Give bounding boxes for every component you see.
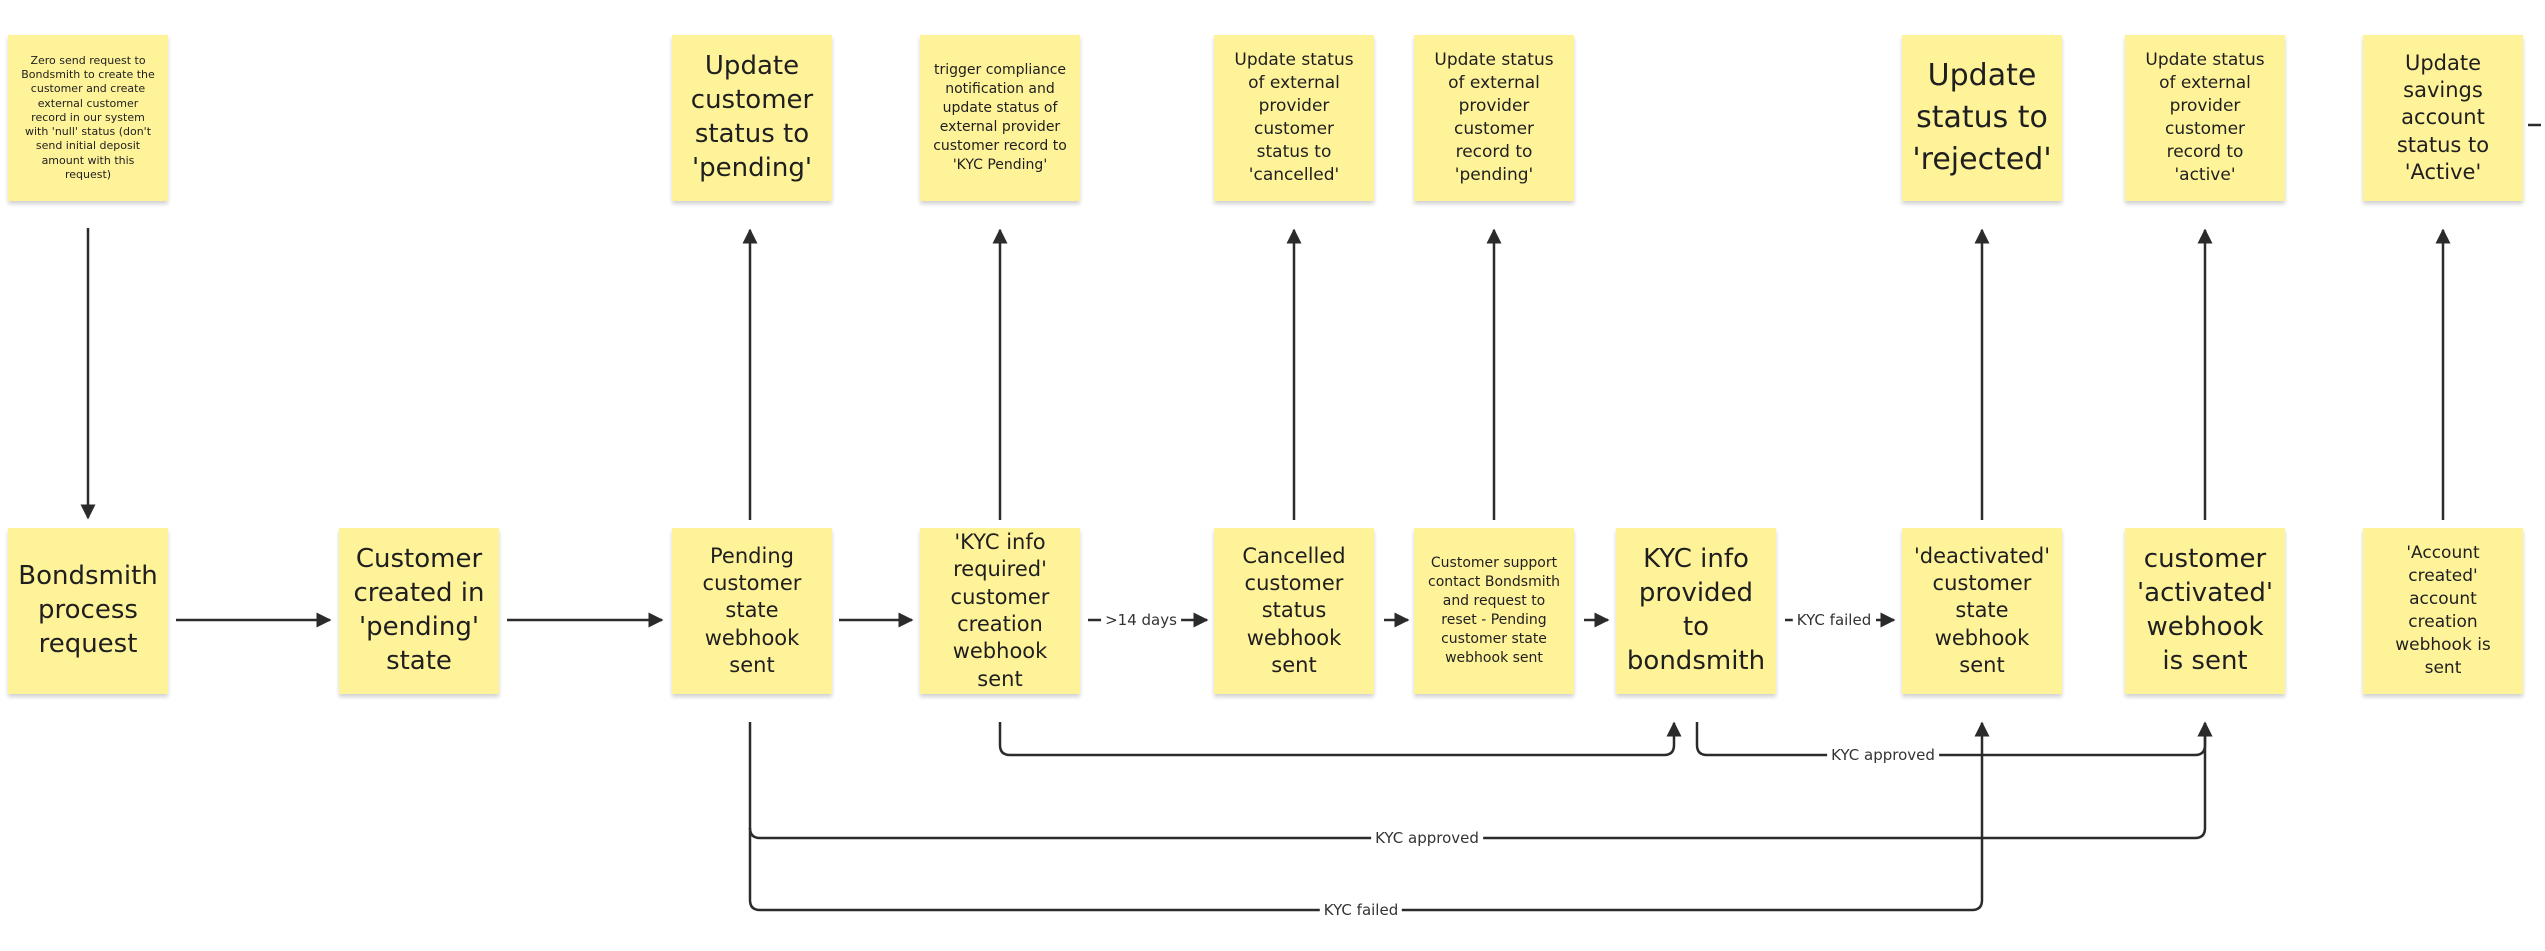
sticky-update-cancelled[interactable]: Update status of external provider custo… [1214, 35, 1374, 201]
edge-label-kyc-approved-upper: KYC approved [1827, 746, 1939, 764]
arrow-pending-failed [748, 721, 1990, 912]
sticky-activated-webhook[interactable]: customer 'activated' webhook is sent [2125, 528, 2285, 694]
sticky-pending-webhook[interactable]: Pending customer state webhook sent [672, 528, 832, 694]
sticky-customer-created[interactable]: Customer created in 'pending' state [339, 528, 499, 694]
arrow-kycreq-to-kycprov [998, 721, 1682, 757]
sticky-zero-request[interactable]: Zero send request to Bondsmith to create… [8, 35, 168, 201]
sticky-update-rejected[interactable]: Update status to 'rejected' [1902, 35, 2062, 201]
sticky-update-ext-pending[interactable]: Update status of external provider custo… [1414, 35, 1574, 201]
edge-label-kyc-approved-lower: KYC approved [1371, 829, 1483, 847]
sticky-cancelled-webhook[interactable]: Cancelled customer status webhook sent [1214, 528, 1374, 694]
edge-label-kyc-failed-row: KYC failed [1792, 611, 1876, 629]
sticky-deactivated-webhook[interactable]: 'deactivated' customer state webhook sen… [1902, 528, 2062, 694]
sticky-update-customer-pending[interactable]: Update customer status to 'pending' [672, 35, 832, 201]
edge-label-14-days: >14 days [1101, 611, 1181, 629]
sticky-update-savings-active[interactable]: Update savings account status to 'Active… [2363, 35, 2523, 201]
sticky-kyc-provided[interactable]: KYC info provided to bondsmith [1616, 528, 1776, 694]
sticky-trigger-compliance[interactable]: trigger compliance notification and upda… [920, 35, 1080, 201]
arrow-pending-approved [748, 721, 2213, 840]
sticky-support-contact[interactable]: Customer support contact Bondsmith and r… [1414, 528, 1574, 694]
arrow-kycprov-approved [1695, 721, 2213, 757]
sticky-bondsmith-process[interactable]: Bondsmith process request [8, 528, 168, 694]
sticky-account-created-webhook[interactable]: 'Account created' account creation webho… [2363, 528, 2523, 694]
edge-label-kyc-failed-bottom: KYC failed [1319, 901, 1403, 919]
sticky-update-ext-active[interactable]: Update status of external provider custo… [2125, 35, 2285, 201]
sticky-kyc-required-webhook[interactable]: 'KYC info required' customer creation we… [920, 528, 1080, 694]
